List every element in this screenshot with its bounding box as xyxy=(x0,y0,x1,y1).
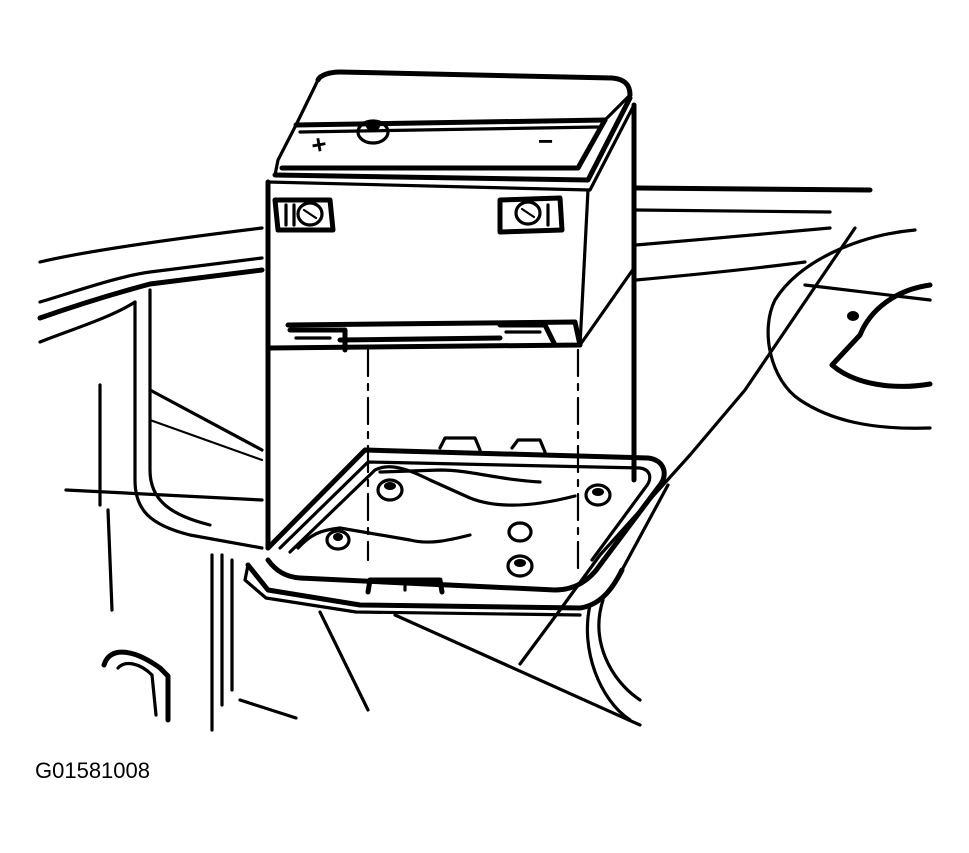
figure-code: G01581008 xyxy=(35,758,150,783)
battery-tray xyxy=(243,436,670,617)
battery: + − xyxy=(265,69,637,551)
side-terminal-right xyxy=(497,195,565,235)
positive-terminal-mark: + xyxy=(309,128,329,160)
negative-terminal-mark: − xyxy=(538,126,553,156)
fender-panel xyxy=(37,226,298,732)
alignment-lines xyxy=(266,268,636,577)
side-terminal-left xyxy=(272,197,336,233)
